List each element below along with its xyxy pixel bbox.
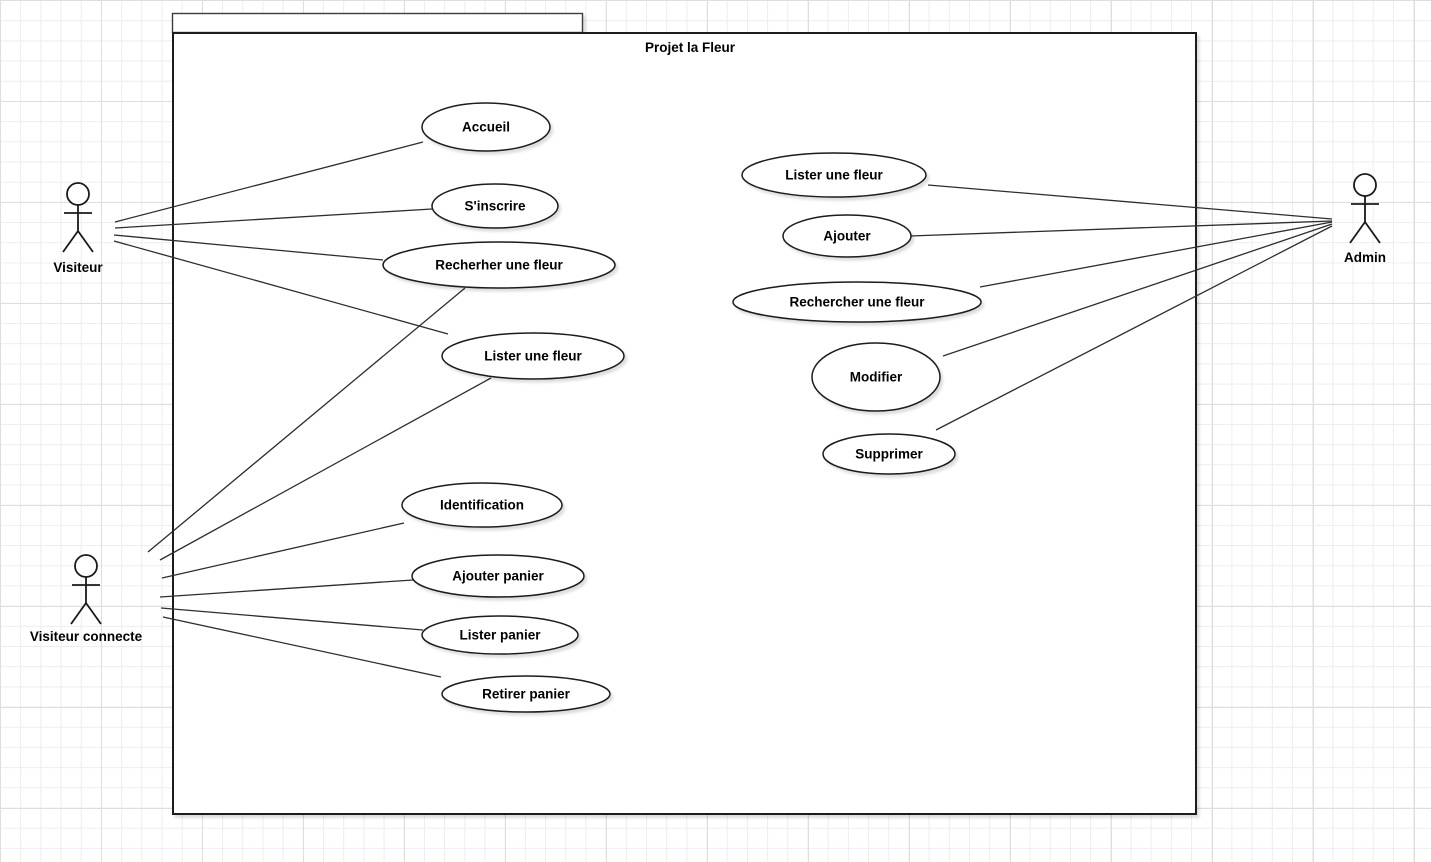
system-boundary-tab <box>171 12 584 34</box>
use-case-accueil: Accueil <box>421 102 551 152</box>
use-case-recherher-une-fleur: Recherher une fleur <box>382 241 616 289</box>
association-visiteur-connecte--retirer-panier <box>162 616 442 678</box>
actor-leg-left <box>1349 221 1366 244</box>
system-boundary: Projet la Fleur <box>171 12 1197 815</box>
actor-label: Admin <box>1344 250 1386 265</box>
actor-leg-left <box>70 602 87 625</box>
actor-label: Visiteur connecte <box>30 629 143 644</box>
use-case-label: S'inscrire <box>465 199 526 214</box>
association-visiteur-connecte--lister-panier <box>160 607 424 631</box>
use-case-supprimer: Supprimer <box>822 433 956 475</box>
use-case-ellipse <box>382 241 616 289</box>
use-case-ellipse <box>421 615 579 655</box>
use-case-ellipse <box>732 281 982 323</box>
use-case-lister-une-fleur-visiteur: Lister une fleur <box>441 332 625 380</box>
use-case-ellipse <box>441 332 625 380</box>
use-case-ellipse <box>741 152 927 198</box>
system-boundary-frame <box>172 32 1197 815</box>
actor-leg-left <box>62 230 79 253</box>
associations <box>113 141 1333 678</box>
use-case-identification: Identification <box>401 482 563 528</box>
use-case-label: Recherher une fleur <box>435 258 563 273</box>
use-case-ellipse <box>811 342 941 412</box>
use-case-label: Lister une fleur <box>484 349 582 364</box>
use-case-s-inscrire: S'inscrire <box>431 183 559 229</box>
use-case-label: Identification <box>440 498 524 513</box>
association-visiteur--accueil <box>114 141 424 223</box>
actor-label: Visiteur <box>53 260 103 275</box>
use-case-label: Supprimer <box>855 447 923 462</box>
use-case-ajouter: Ajouter <box>782 214 912 258</box>
use-case-label: Ajouter panier <box>452 569 544 584</box>
actor-head <box>74 554 98 578</box>
use-case-rechercher-une-fleur: Rechercher une fleur <box>732 281 982 323</box>
actor-visiteur: Visiteur <box>53 182 103 275</box>
association-visiteur-connecte--recherher-une-fleur <box>147 287 466 553</box>
use-case-ellipse <box>441 675 611 713</box>
actor-head <box>1353 173 1377 197</box>
use-case-label: Retirer panier <box>482 687 571 702</box>
use-case-label: Modifier <box>850 370 903 385</box>
use-case-label: Ajouter <box>823 229 871 244</box>
use-case-ellipse <box>782 214 912 258</box>
actor-admin: Admin <box>1344 173 1386 265</box>
use-case-label: Accueil <box>462 120 510 135</box>
use-case-label: Lister panier <box>459 628 541 643</box>
association-visiteur-connecte--identification <box>161 522 405 579</box>
use-case-retirer-panier: Retirer panier <box>441 675 611 713</box>
use-case-lister-panier: Lister panier <box>421 615 579 655</box>
association-visiteur-connecte--lister-une-fleur-visiteur <box>159 377 492 561</box>
actor-leg-right <box>77 230 94 253</box>
association-admin--supprimer <box>935 225 1333 431</box>
actor-leg-right <box>85 602 102 625</box>
use-case-ajouter-panier: Ajouter panier <box>411 554 585 598</box>
association-admin--rechercher-une-fleur <box>979 221 1333 288</box>
association-visiteur--recherher-une-fleur <box>113 234 384 261</box>
use-case-label: Rechercher une fleur <box>789 295 925 310</box>
use-case-ellipse <box>411 554 585 598</box>
use-case-ellipse <box>431 183 559 229</box>
use-case-label: Lister une fleur <box>785 168 883 183</box>
system-boundary-title: Projet la Fleur <box>645 40 736 55</box>
association-admin--ajouter <box>909 220 1333 237</box>
use-case-ellipse <box>401 482 563 528</box>
actor-visiteur-connecte: Visiteur connecte <box>30 554 143 644</box>
use-case-lister-une-fleur-admin: Lister une fleur <box>741 152 927 198</box>
association-admin--modifier <box>942 223 1333 357</box>
association-admin--lister-une-fleur-admin <box>927 184 1333 220</box>
association-visiteur--s-inscrire <box>114 208 433 229</box>
association-visiteur--lister-une-fleur-visiteur <box>113 240 449 335</box>
actor-head <box>66 182 90 206</box>
actor-leg-right <box>1364 221 1381 244</box>
use-case-ellipse <box>421 102 551 152</box>
use-case-modifier: Modifier <box>811 342 941 412</box>
use-case-ellipse <box>822 433 956 475</box>
association-visiteur-connecte--ajouter-panier <box>159 579 414 598</box>
